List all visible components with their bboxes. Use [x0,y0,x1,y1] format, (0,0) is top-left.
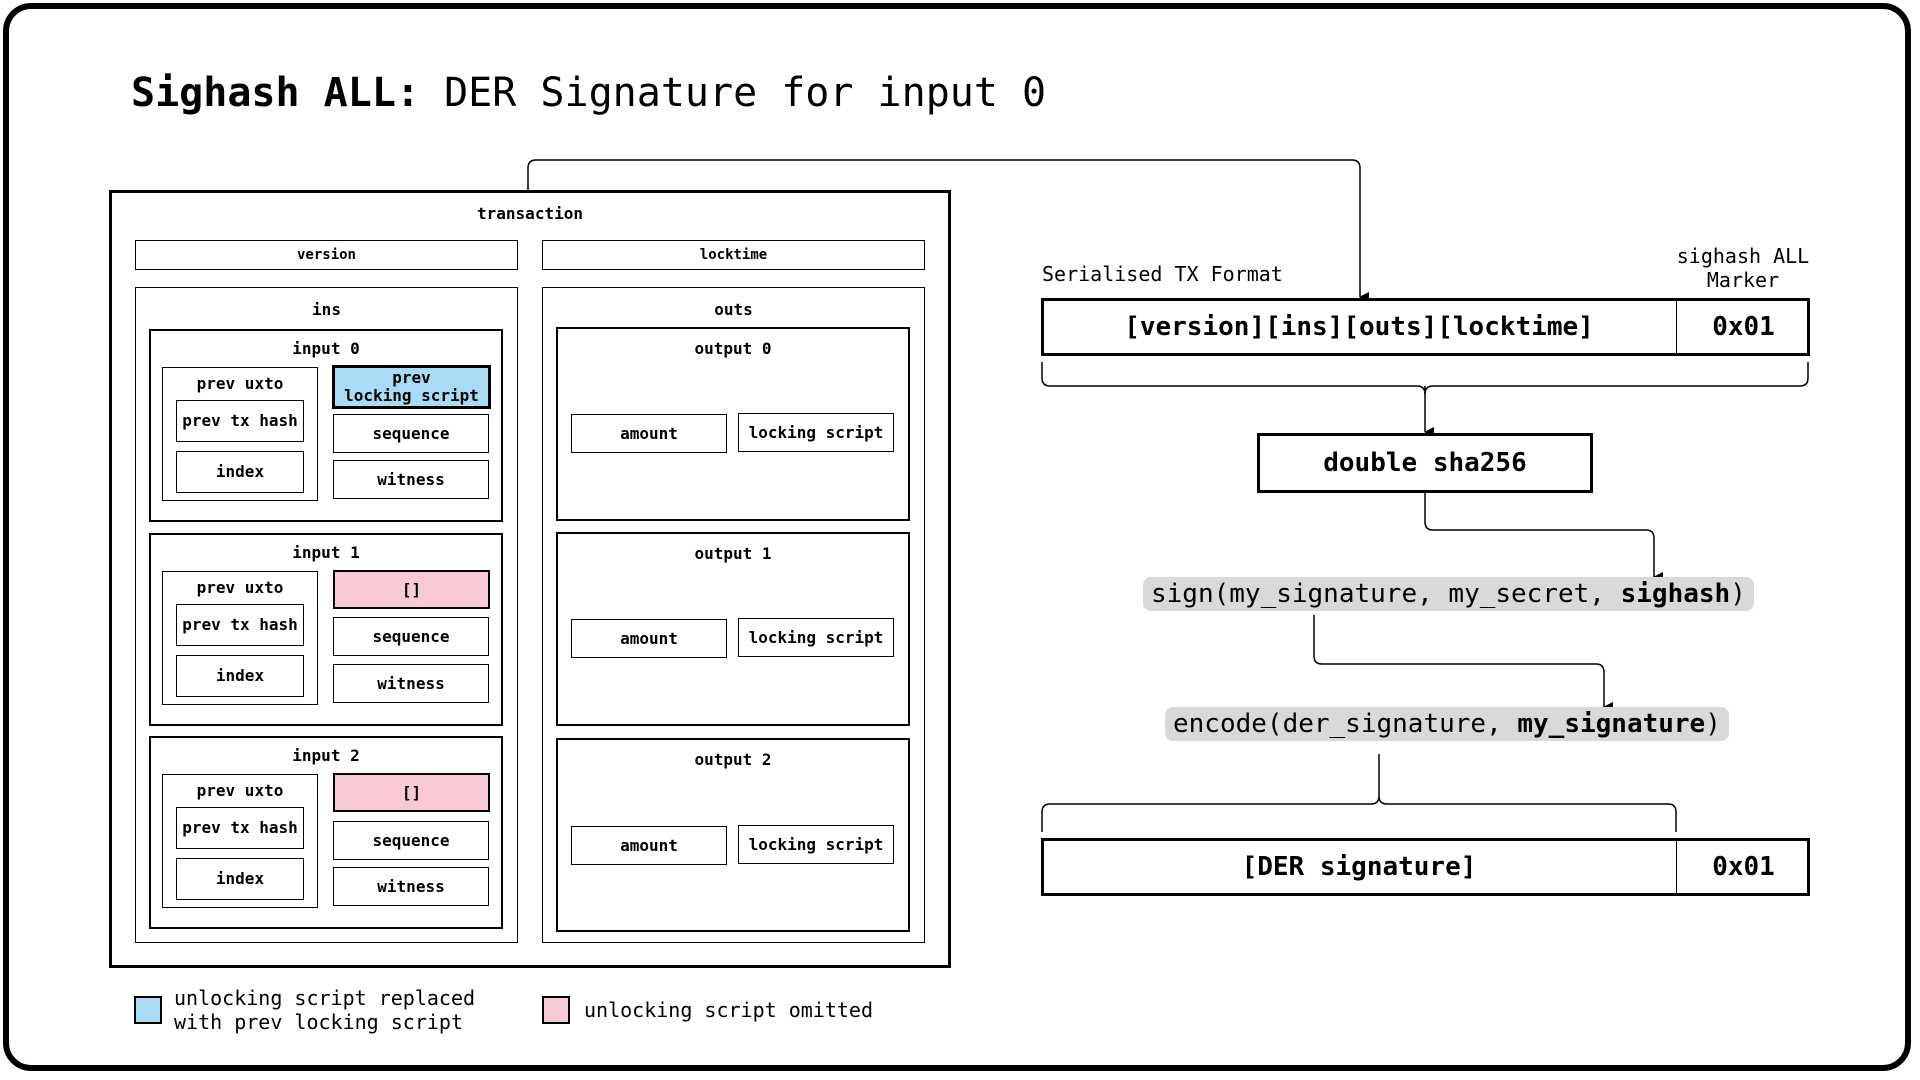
locktime-field: locktime [542,240,925,270]
legend-replaced-label: unlocking script replaced with prev lock… [174,986,476,1034]
input-1-empty-script: [] [333,570,490,609]
serialised-tx-divider [1676,301,1677,353]
input-2-prev-uxto-label: prev uxto [196,781,284,800]
input-0-prev-tx-hash: prev tx hash [176,400,304,442]
encode-function: encode(der_signature, my_signature) [1165,707,1729,741]
diagram-title: Sighash ALL: DER Signature for input 0 [131,70,1047,116]
input-2-prev-tx-hash: prev tx hash [176,807,304,849]
output-1-label: output 1 [694,544,772,563]
input-0-sequence: sequence [333,414,489,453]
input-2-label: input 2 [292,746,360,765]
input-0-index: index [176,451,304,493]
serialised-tx-marker: 0x01 [1712,312,1775,342]
input-1-label: input 1 [292,543,360,562]
output-0-label: output 0 [694,339,772,358]
input-2-sequence: sequence [333,821,489,860]
output-1-amount: amount [571,619,727,658]
legend-blue-swatch [134,996,162,1024]
sighash-marker-label: sighash ALL Marker [1676,244,1810,292]
output-1-locking-script: locking script [738,618,894,657]
der-signature-content: [DER signature] [1241,852,1477,882]
outs-label: outs [714,300,753,319]
version-field: version [135,240,518,270]
double-sha256-box: double sha256 [1257,433,1593,493]
input-1-prev-uxto-label: prev uxto [196,578,284,597]
der-signature-marker: 0x01 [1712,852,1775,882]
der-signature-box [1041,838,1810,896]
der-signature-divider [1676,841,1677,893]
input-0-prev-locking-script: prev locking script [332,365,491,409]
input-1-witness: witness [333,664,489,703]
diagram-frame [3,3,1911,1071]
input-0-prev-uxto-label: prev uxto [196,374,284,393]
output-0-locking-script: locking script [738,413,894,452]
sign-function: sign(my_signature, my_secret, sighash) [1143,577,1754,611]
input-2-empty-script: [] [333,773,490,812]
serialised-tx-content: [version][ins][outs][locktime] [1124,312,1594,342]
output-0-amount: amount [571,414,727,453]
input-1-index: index [176,655,304,697]
serialised-tx-box [1041,298,1810,356]
output-2-locking-script: locking script [738,825,894,864]
output-2-amount: amount [571,826,727,865]
input-1-prev-tx-hash: prev tx hash [176,604,304,646]
input-0-witness: witness [333,460,489,499]
legend-pink-swatch [542,996,570,1024]
ins-label: ins [312,300,341,319]
input-1-sequence: sequence [333,617,489,656]
input-2-index: index [176,858,304,900]
transaction-label: transaction [477,204,583,223]
serialised-tx-format-label: Serialised TX Format [1042,262,1283,286]
legend-omitted-label: unlocking script omitted [584,998,873,1022]
input-0-label: input 0 [292,339,360,358]
input-2-witness: witness [333,867,489,906]
output-2-label: output 2 [694,750,772,769]
